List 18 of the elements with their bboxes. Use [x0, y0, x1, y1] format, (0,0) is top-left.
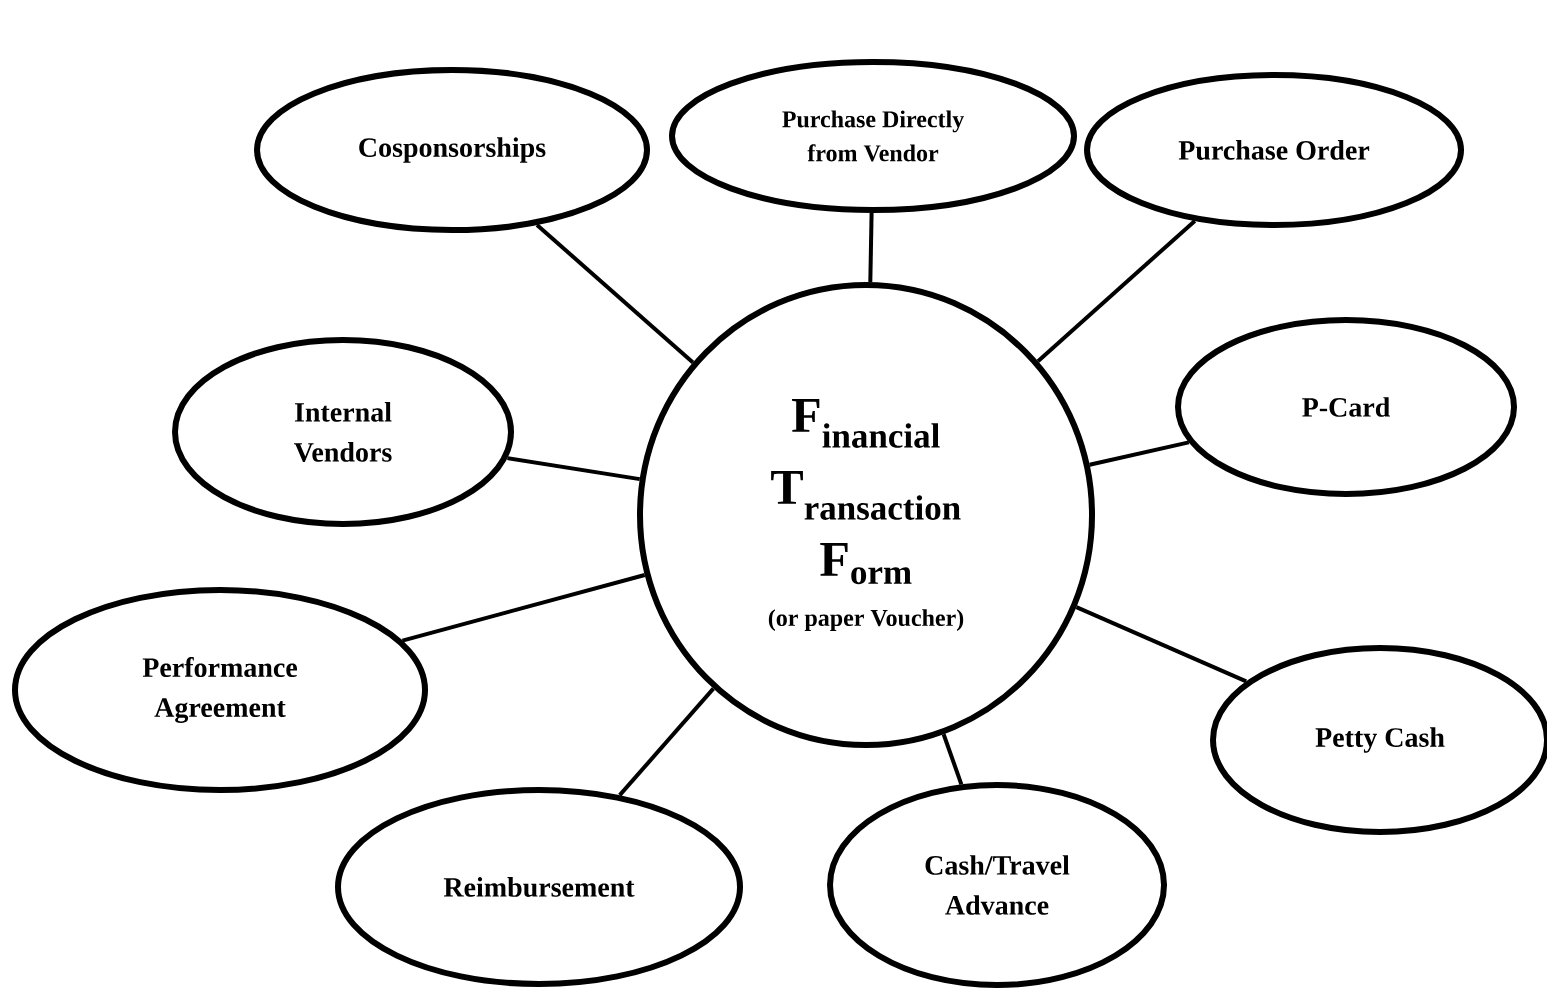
connector-line: [1075, 605, 1247, 684]
connector-line: [941, 733, 964, 785]
connector-line: [507, 456, 641, 482]
ellipse-node: P-Card: [1175, 317, 1517, 497]
ellipse-node: Cash/Travel Advance: [827, 782, 1167, 988]
ellipse-node: Performance Agreement: [12, 587, 428, 793]
circle-node: $\mathbf{F}_{\mathbf{inancial}}$ $\mathbf{T}_{\mathbf{ransaction}}$ $\mathbf{F}_{\mathbf{orm}}$ (or paper Voucher): [637, 282, 1095, 748]
connector-line: [1036, 219, 1197, 363]
ellipse-node: Reimbursement: [335, 787, 743, 987]
connector-line: [1089, 440, 1190, 467]
ellipse-node: Purchase Directly from Vendor: [669, 59, 1077, 213]
ellipse-node: Purchase Order: [1084, 72, 1464, 228]
ellipse-node: Cosponsorships: [254, 67, 650, 233]
ellipse-node: Internal Vendors: [172, 337, 514, 527]
connector-line: [401, 573, 646, 643]
connector-line: [535, 223, 695, 364]
connector-line: [868, 212, 874, 283]
connector-line: [618, 687, 715, 797]
